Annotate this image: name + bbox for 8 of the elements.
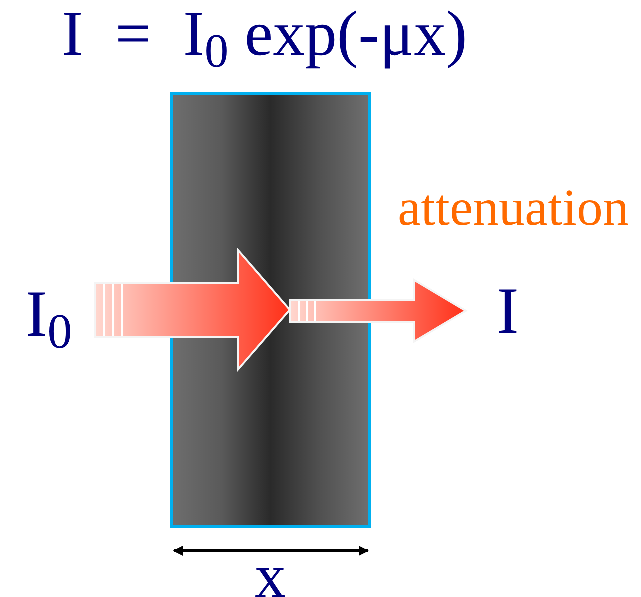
thickness-label: x bbox=[255, 546, 286, 597]
intensity-label: I bbox=[497, 279, 519, 345]
attenuation-label: attenuation bbox=[398, 179, 630, 239]
block-arrow bbox=[94, 247, 292, 373]
intensity-label: I$_{0}$ bbox=[26, 282, 72, 348]
material-slab bbox=[170, 92, 371, 528]
block-arrow bbox=[289, 278, 468, 344]
formula-title: I = I$_{0}$ exp(-μx) bbox=[62, 0, 468, 74]
